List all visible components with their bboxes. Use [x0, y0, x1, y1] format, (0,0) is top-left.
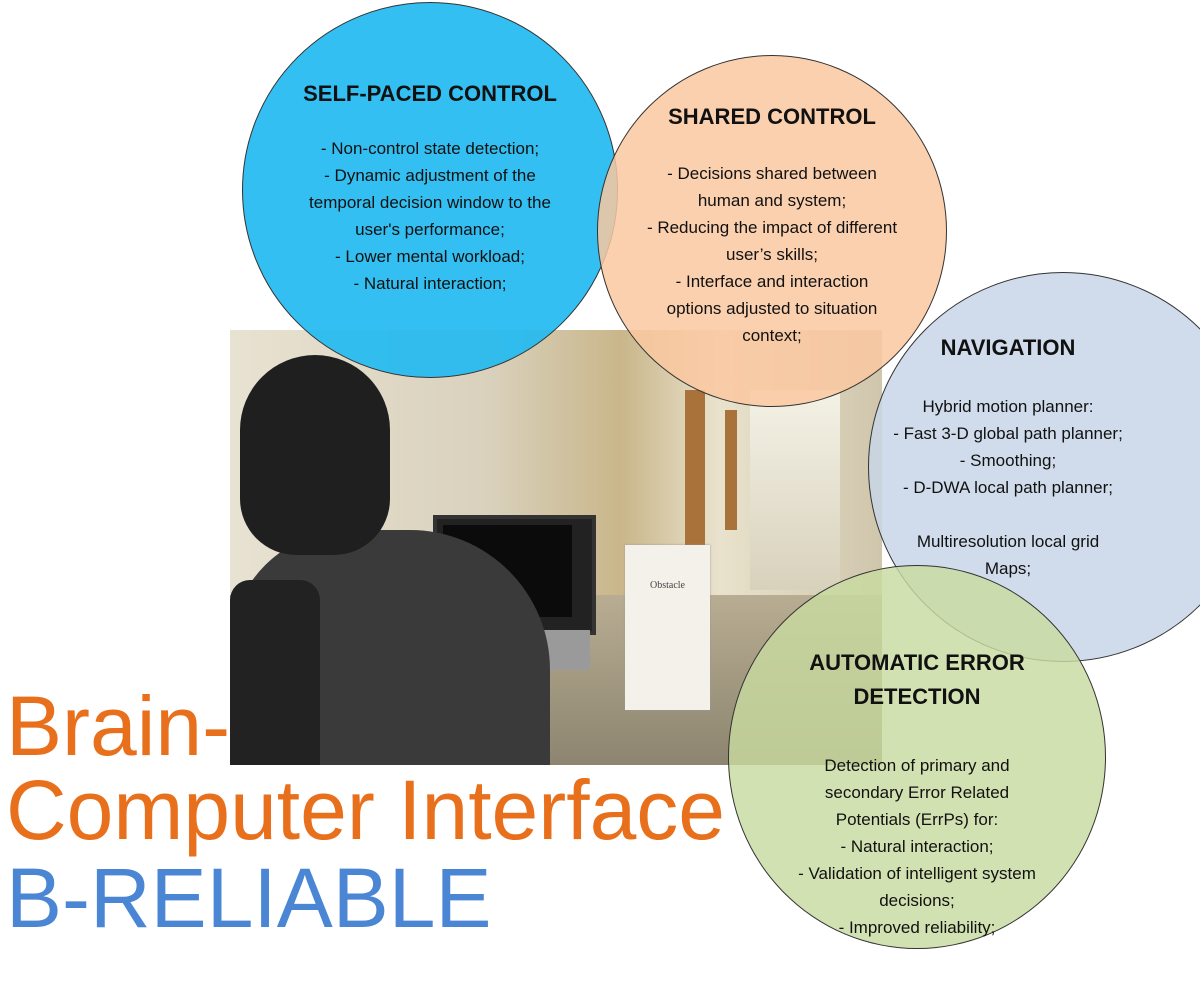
circle-line: - Interface and interaction	[675, 272, 869, 291]
circle-line: - Reducing the impact of different	[646, 218, 898, 237]
circle-line: human and system;	[697, 191, 847, 210]
circle-line: - Decisions shared between	[667, 164, 877, 183]
circle-line: temporal decision window to the	[309, 193, 551, 212]
circle-line: context;	[742, 326, 802, 345]
circle-line: decisions;	[879, 891, 955, 910]
circle-line: - Fast 3-D global path planner;	[893, 424, 1123, 443]
circle-line: - Validation of intelligent system	[798, 864, 1036, 883]
circle-line: Multiresolution local grid	[916, 532, 1100, 551]
wheelchair	[230, 580, 320, 765]
obstacle-sign: Obstacle	[625, 545, 710, 710]
circle-line: - Natural interaction;	[353, 274, 507, 293]
circle-line: - Improved reliability;	[838, 918, 996, 937]
circle-line	[869, 501, 1147, 528]
circle-line: user's performance;	[355, 220, 505, 239]
circle-title: SELF-PACED CONTROL	[303, 81, 557, 106]
circle-line: user’s skills;	[726, 245, 818, 264]
door	[725, 410, 737, 530]
headline-project-name: B-RELIABLE	[6, 851, 492, 945]
circle-title: SHARED CONTROL	[668, 104, 876, 129]
circle-line: Maps;	[984, 559, 1032, 578]
circle-line: Potentials (ErrPs) for:	[835, 810, 999, 829]
circle-line: secondary Error Related	[824, 783, 1010, 802]
circle-line: - Lower mental workload;	[335, 247, 525, 266]
circle-shared-control: SHARED CONTROL - Decisions shared betwee…	[597, 55, 947, 407]
corridor	[750, 390, 840, 590]
headline-brain: Brain-	[6, 679, 231, 773]
headline-computer-interface: Computer Interface	[6, 763, 726, 857]
eeg-cap	[240, 355, 390, 555]
circle-line: options adjusted to situation	[666, 299, 878, 318]
circle-line: - Dynamic adjustment of the	[324, 166, 536, 185]
circle-title: NAVIGATION	[940, 335, 1076, 360]
circle-line: - Non-control state detection;	[320, 139, 540, 158]
circle-line: - Smoothing;	[959, 451, 1057, 470]
door	[685, 390, 705, 550]
circle-line: Detection of primary and	[824, 756, 1010, 775]
circle-self-paced-control: SELF-PACED CONTROL - Non-control state d…	[242, 2, 618, 378]
circle-line: - Natural interaction;	[840, 837, 994, 856]
circle-line: Hybrid motion planner:	[922, 397, 1094, 416]
circle-line: - D-DWA local path planner;	[902, 478, 1114, 497]
